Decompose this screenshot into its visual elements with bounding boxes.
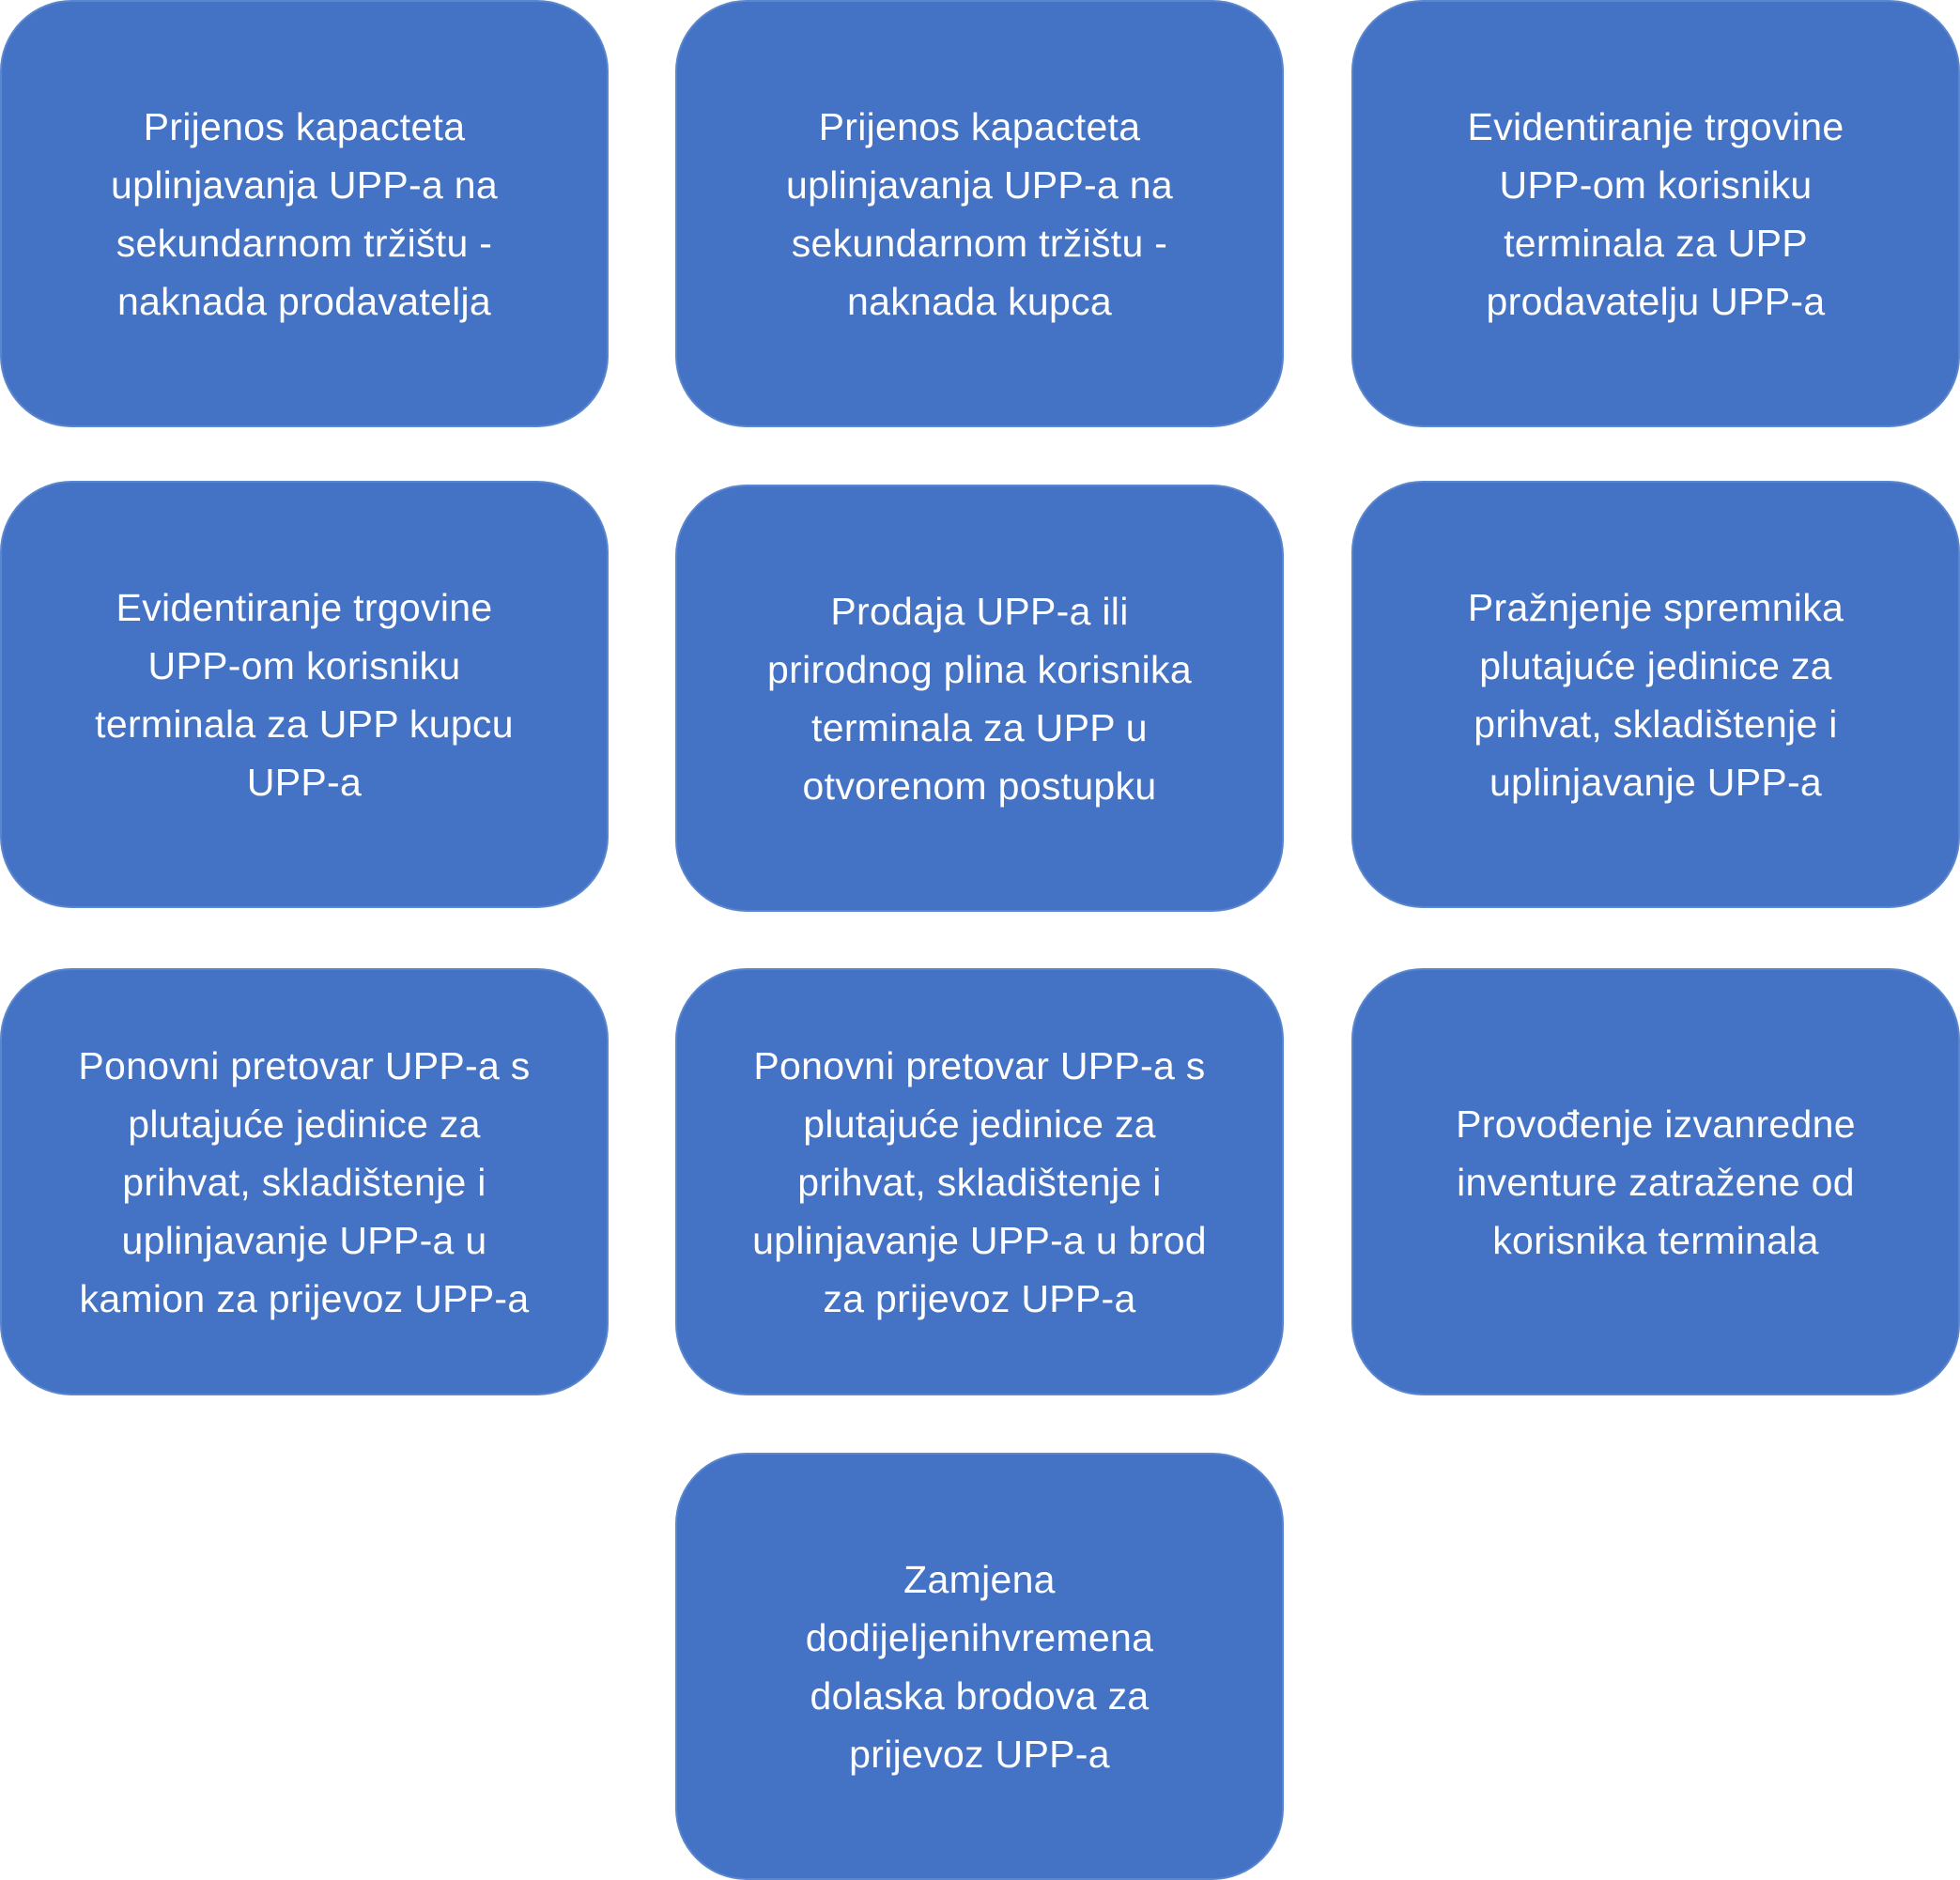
box-tank-emptying: Pražnjenje spremnika plutajuće jedinice … — [1351, 481, 1960, 908]
box-label: Ponovni pretovar UPP-a s plutajuće jedin… — [78, 1043, 531, 1320]
box-secondary-capacity-seller-fee: Prijenos kapacteta uplinjavanja UPP-a na… — [0, 0, 609, 427]
box-label: Pražnjenje spremnika plutajuće jedinice … — [1467, 585, 1844, 804]
box-extraordinary-inventory: Provođenje izvanredne inventure zatražen… — [1351, 968, 1960, 1395]
box-label: Prijenos kapacteta uplinjavanja UPP-a na… — [786, 104, 1173, 323]
box-label: Provođenje izvanredne inventure zatražen… — [1456, 1102, 1856, 1262]
box-reloading-ship: Ponovni pretovar UPP-a s plutajuće jedin… — [675, 968, 1284, 1395]
box-open-procedure-sale: Prodaja UPP-a ili prirodnog plina korisn… — [675, 485, 1284, 912]
box-label: Ponovni pretovar UPP-a s plutajuće jedin… — [752, 1043, 1207, 1320]
box-label: Prodaja UPP-a ili prirodnog plina korisn… — [767, 589, 1192, 808]
box-reloading-truck: Ponovni pretovar UPP-a s plutajuće jedin… — [0, 968, 609, 1395]
box-label: Zamjena dodijeljenihvremena dolaska brod… — [805, 1557, 1154, 1776]
box-trade-record-buyer: Evidentiranje trgovine UPP-om korisniku … — [0, 481, 609, 908]
box-label: Prijenos kapacteta uplinjavanja UPP-a na… — [111, 104, 498, 323]
box-secondary-capacity-buyer-fee: Prijenos kapacteta uplinjavanja UPP-a na… — [675, 0, 1284, 427]
box-label: Evidentiranje trgovine UPP-om korisniku … — [1467, 104, 1844, 323]
box-arrival-slot-exchange: Zamjena dodijeljenihvremena dolaska brod… — [675, 1453, 1284, 1880]
box-trade-record-seller: Evidentiranje trgovine UPP-om korisniku … — [1351, 0, 1960, 427]
box-label: Evidentiranje trgovine UPP-om korisniku … — [95, 585, 514, 804]
